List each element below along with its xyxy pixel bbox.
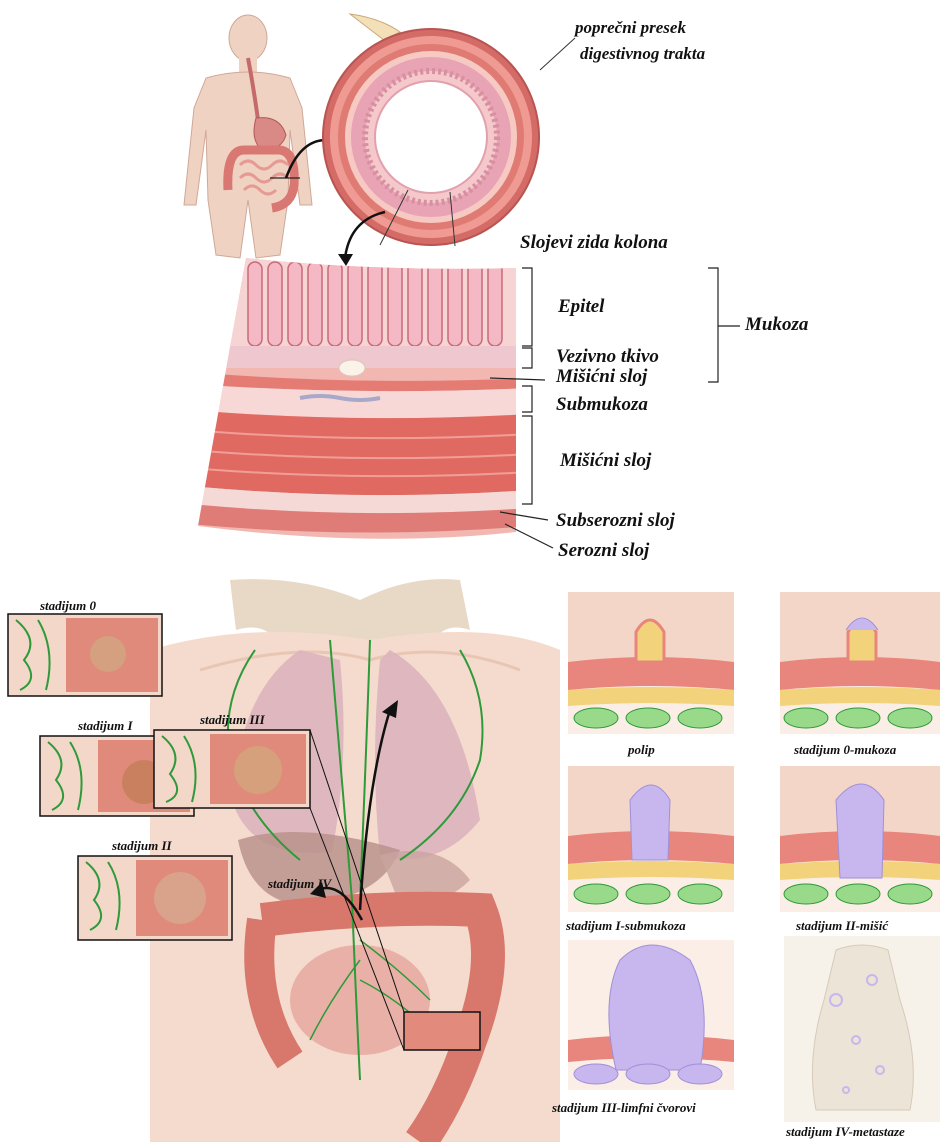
label-stage-1: stadijum I	[78, 718, 133, 734]
label-vezivno-tkivo: Vezivno tkivo	[556, 346, 659, 368]
label-misicni-sloj: Mišićni sloj	[560, 450, 651, 472]
label-epitel: Epitel	[558, 296, 604, 318]
panel-stage-3	[568, 940, 734, 1090]
stage-0-panel	[8, 614, 162, 696]
cross-section-label-line1: poprečni presek	[575, 18, 686, 38]
human-silhouette-top	[184, 15, 312, 258]
label-stage-2-misic: stadijum II-mišić	[796, 918, 888, 934]
panel-polip	[568, 592, 734, 734]
wall-title: Slojevi zida kolona	[520, 232, 668, 254]
label-stage-0-mukoza: stadijum 0-mukoza	[794, 742, 896, 758]
label-stage-3-limfni: stadijum III-limfni čvorovi	[552, 1100, 696, 1116]
panel-stage-0	[780, 592, 940, 734]
cross-section-label-line2: digestivnog trakta	[580, 44, 705, 64]
label-polip: polip	[628, 742, 655, 758]
stage-2-panel	[78, 856, 232, 940]
label-stage-4: stadijum IV	[268, 876, 331, 892]
label-serozni-sloj: Serozni sloj	[558, 540, 649, 562]
label-stage-1-submukoza: stadijum I-submukoza	[566, 918, 686, 934]
label-stage-0: stadijum 0	[40, 598, 96, 614]
panel-stage-2	[780, 766, 940, 912]
panel-stage-4	[784, 936, 940, 1122]
label-mukoza: Mukoza	[745, 314, 808, 336]
cross-section	[323, 29, 539, 245]
label-submukoza: Submukoza	[556, 394, 648, 416]
label-subserozni-sloj: Subserozni sloj	[556, 510, 675, 532]
label-stage-2: stadijum II	[112, 838, 172, 854]
label-stage-3: stadijum III	[200, 712, 265, 728]
stage-3-panel	[154, 730, 310, 808]
panel-stage-1	[568, 766, 734, 912]
colon-wall-section	[190, 250, 530, 550]
label-misicni-sloj-mucosa: Mišićni sloj	[556, 366, 647, 388]
label-stage-4-metastaze: stadijum IV-metastaze	[786, 1124, 905, 1140]
